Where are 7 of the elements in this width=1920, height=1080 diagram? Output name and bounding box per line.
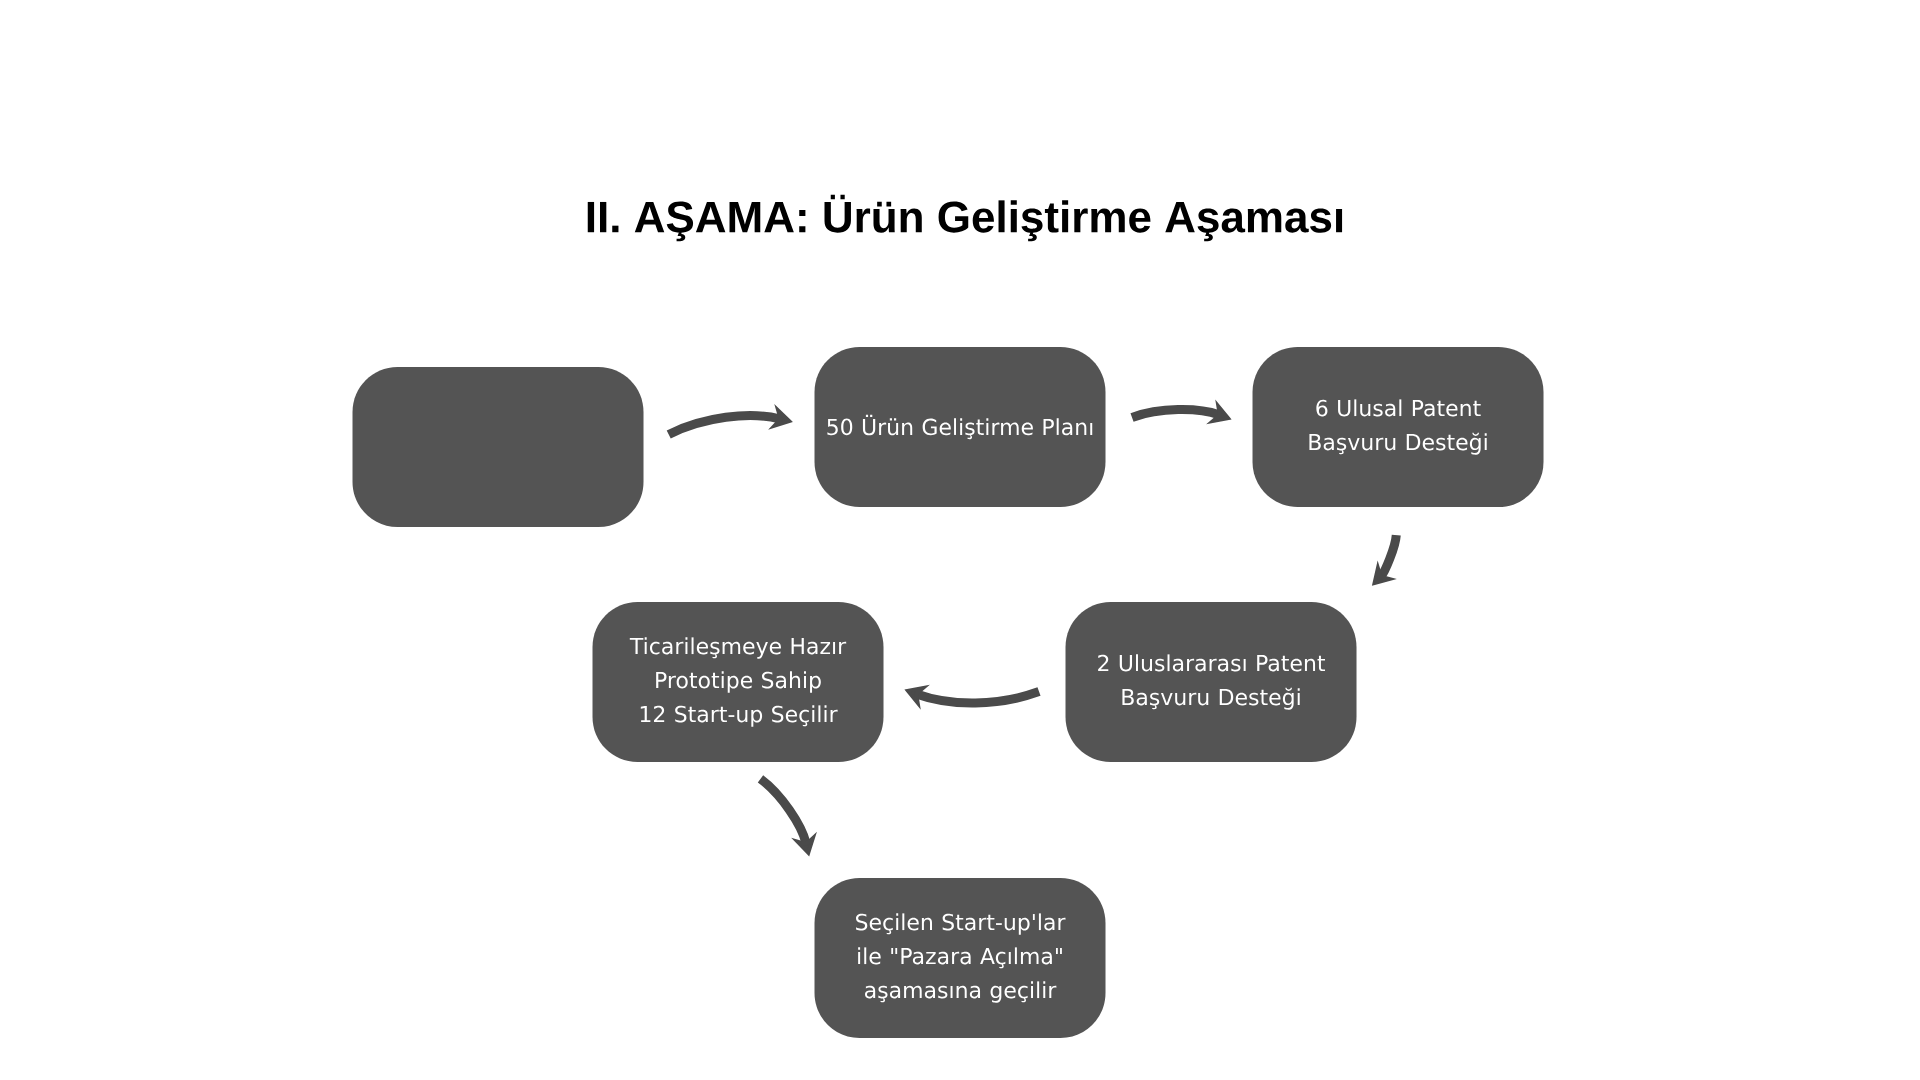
process-box: Seçilen Start-up'lar ile "Pazara Açılma" aşamasına geçilir [814,878,1106,1038]
process-box: 50 Ürün Geliştirme Planı [814,347,1106,507]
process-box [352,367,644,527]
title: II. AŞAMA: Ürün Geliştirme Aşaması [587,194,1343,242]
process-box: 2 Uluslararası Patent Başvuru Desteği [1065,602,1357,762]
process-box: 6 Ulusal Patent Başvuru Desteği [1252,347,1544,507]
process-box: Ticarileşmeye Hazır Prototipe Sahip 12 Start-up Seçilir [592,602,884,762]
